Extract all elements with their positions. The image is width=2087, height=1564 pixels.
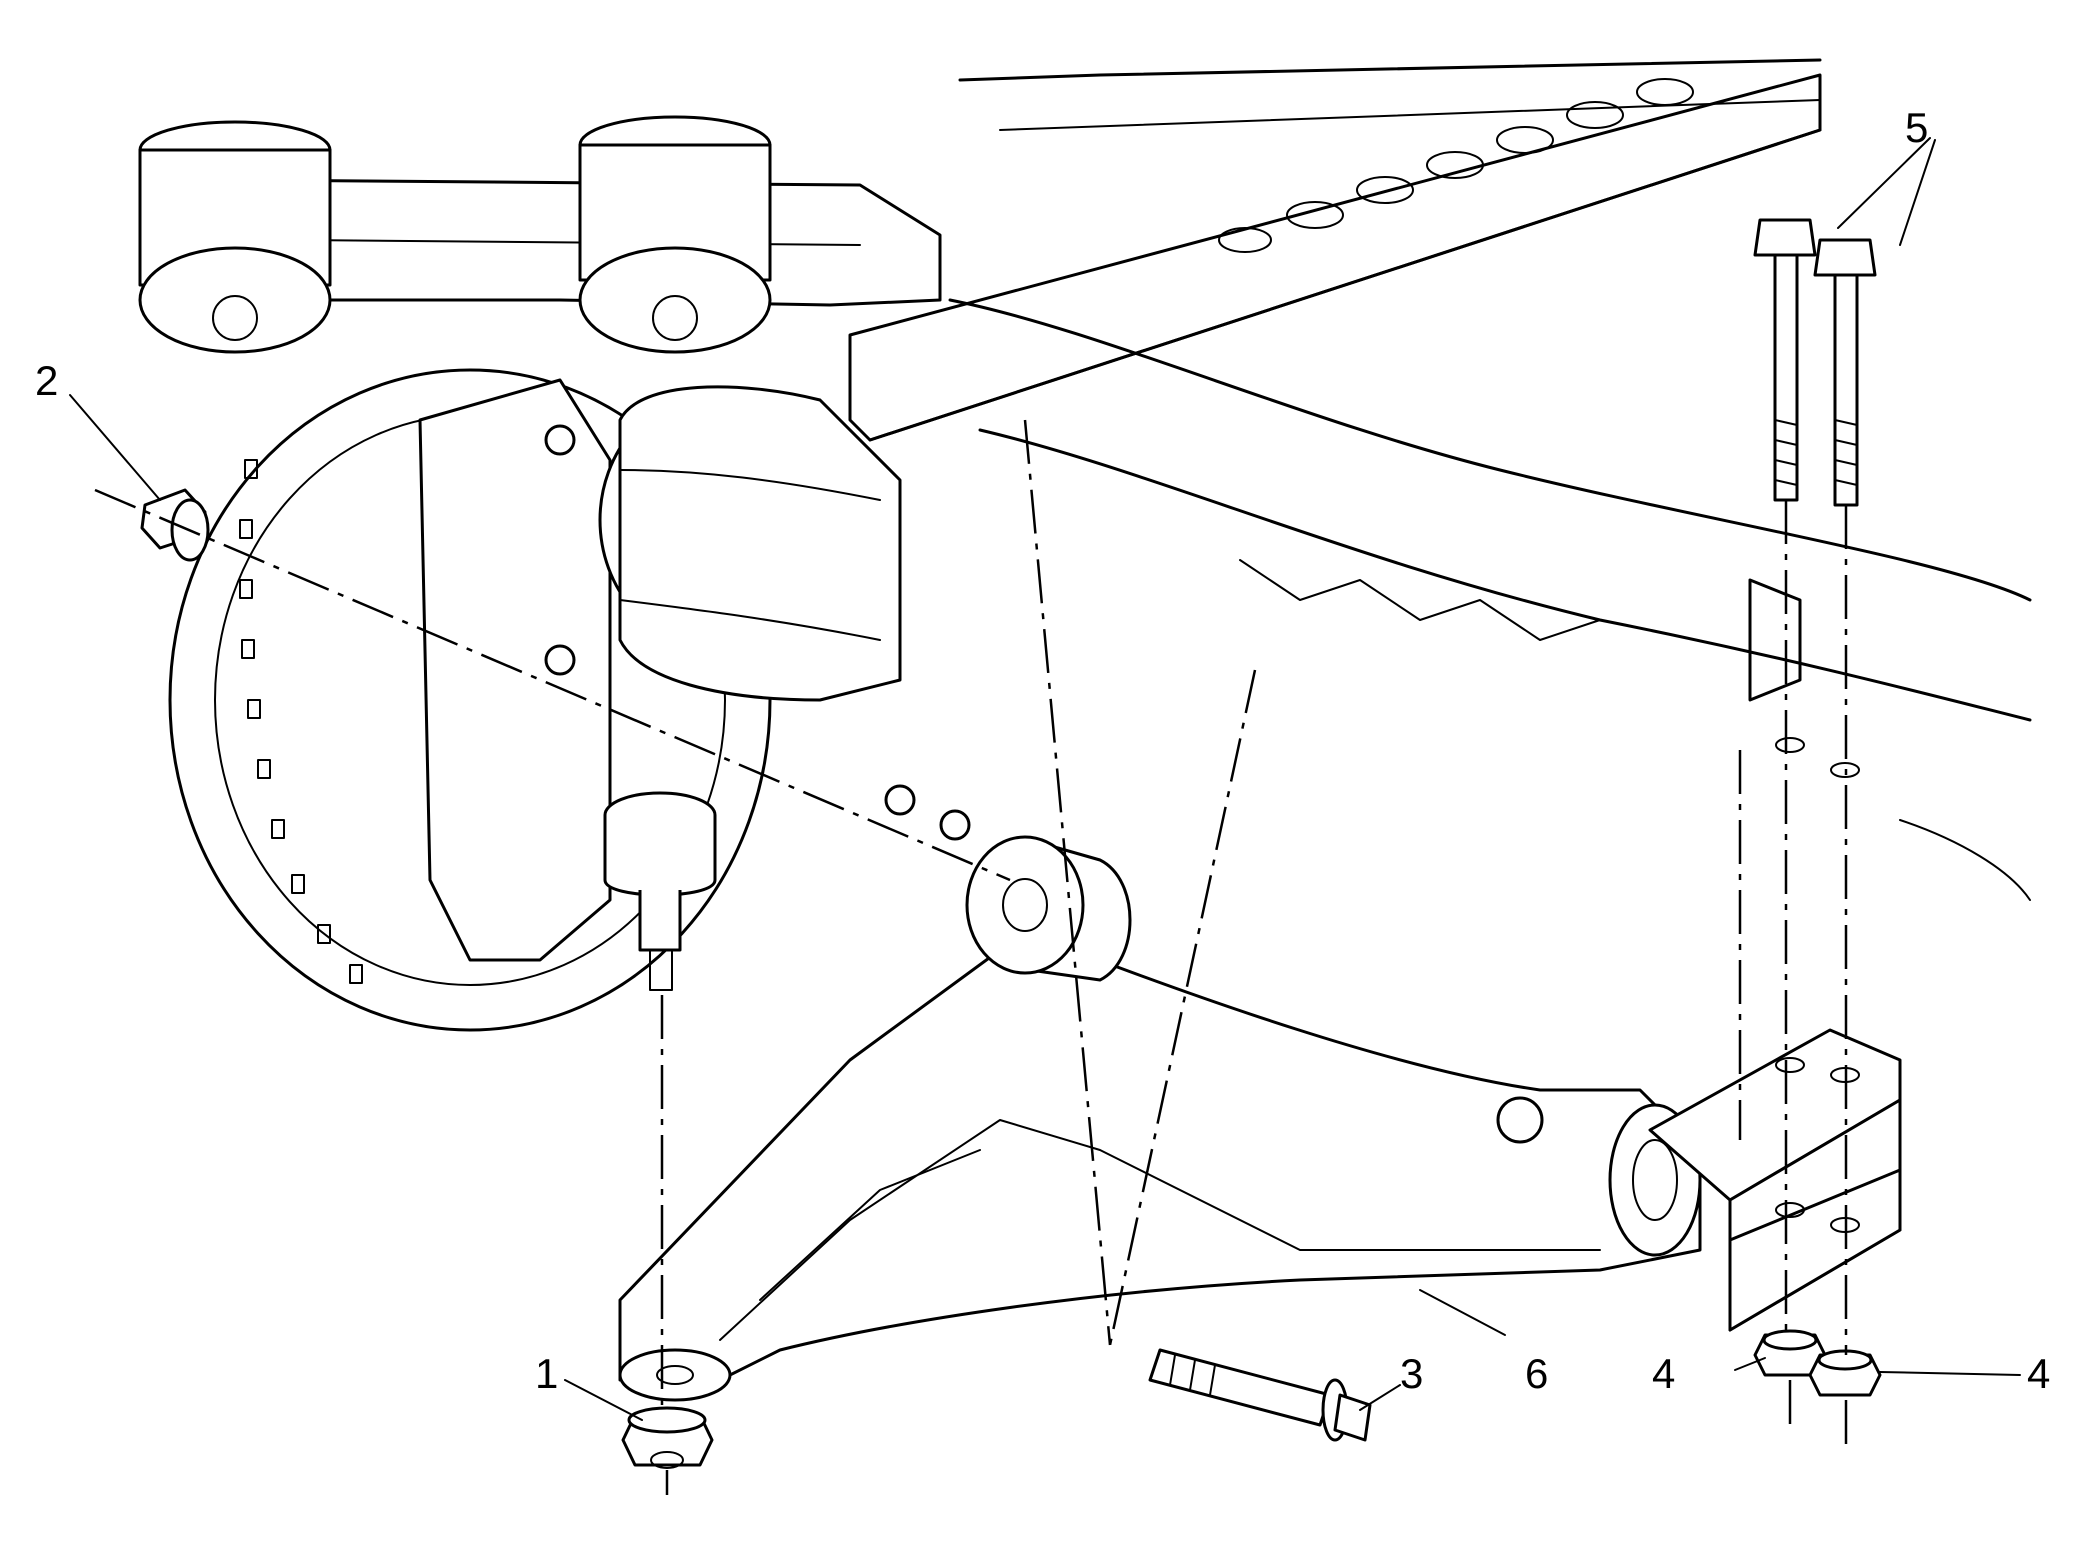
bolt-5-right <box>1813 238 1877 507</box>
frame-rail-holes <box>1218 78 1694 253</box>
upper-bushing-right <box>578 115 772 354</box>
callout-2: 2 <box>35 357 59 404</box>
lower-ball-joint <box>603 791 717 991</box>
callout-1: 1 <box>535 1350 559 1397</box>
shock-absorber <box>618 385 902 702</box>
callout-5: 5 <box>1905 104 1929 151</box>
frame-rail <box>848 58 2032 901</box>
leader-lines <box>69 137 2021 1421</box>
nut-2 <box>140 488 210 562</box>
assembly-centerlines <box>94 419 1848 1495</box>
bolt-3 <box>1148 1348 1372 1442</box>
callout-4-left: 4 <box>1652 1350 1676 1397</box>
lower-control-arm <box>618 835 1702 1402</box>
callout-3: 3 <box>1400 1350 1424 1397</box>
rotor-vent-holes <box>239 459 363 984</box>
callout-4-right: 4 <box>2027 1350 2051 1397</box>
upper-control-arm <box>138 115 942 354</box>
bolt-5-left <box>1753 218 1817 502</box>
nut-4-right <box>1808 1349 1882 1397</box>
nut-1 <box>621 1406 714 1469</box>
callout-6: 6 <box>1525 1350 1549 1397</box>
rear-mount-bracket <box>1648 737 1902 1332</box>
upper-bushing-left <box>138 120 332 354</box>
lower-arm-front-bushing <box>965 835 1132 982</box>
